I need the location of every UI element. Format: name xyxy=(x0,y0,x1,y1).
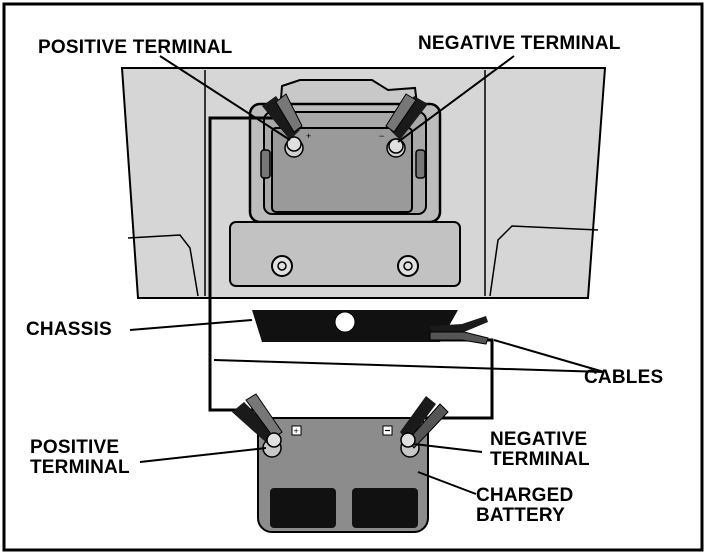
clamp-top-positive xyxy=(262,93,303,152)
charged-battery: + xyxy=(257,417,429,533)
label-charged-battery-line1: CHARGED xyxy=(476,485,574,506)
leader-charged-battery xyxy=(417,471,477,495)
svg-text:−: − xyxy=(379,131,384,141)
label-positive-terminal-top: POSITIVE TERMINAL xyxy=(38,37,233,58)
leader-lines xyxy=(129,55,605,495)
clamp-bottom-negative xyxy=(400,396,449,449)
label-negative-terminal-top: NEGATIVE TERMINAL xyxy=(418,33,621,54)
label-positive-terminal-bottom-line1: POSITIVE xyxy=(30,437,120,458)
label-negative-terminal-bottom: NEGATIVE TERMINAL xyxy=(490,430,590,470)
battery-compartment: + − xyxy=(248,79,442,224)
clamp-top-negative xyxy=(385,93,428,154)
label-positive-terminal-bottom: POSITIVE TERMINAL xyxy=(30,438,130,478)
svg-text:+: + xyxy=(306,131,311,141)
label-chassis: CHASSIS xyxy=(26,319,112,340)
label-cables: CABLES xyxy=(584,367,664,388)
leader-positive-top xyxy=(159,55,291,141)
leader-cables-1 xyxy=(493,339,605,373)
clamp-bottom-positive xyxy=(232,393,283,448)
label-charged-battery: CHARGED BATTERY xyxy=(476,486,573,526)
svg-text:+: + xyxy=(294,426,299,436)
label-positive-terminal-bottom-line2: TERMINAL xyxy=(30,457,130,478)
leader-cables-2 xyxy=(213,359,605,373)
leader-positive-bottom xyxy=(139,447,267,463)
leader-negative-bottom xyxy=(413,443,483,453)
label-charged-battery-line2: BATTERY xyxy=(476,505,566,526)
chassis xyxy=(252,310,458,342)
label-negative-terminal-bottom-line2: TERMINAL xyxy=(490,449,590,470)
label-negative-terminal-bottom-line1: NEGATIVE xyxy=(490,429,588,450)
leader-chassis xyxy=(129,319,253,331)
leader-negative-top xyxy=(397,55,515,143)
clamp-chassis xyxy=(429,316,489,345)
plate-panel xyxy=(229,221,461,287)
